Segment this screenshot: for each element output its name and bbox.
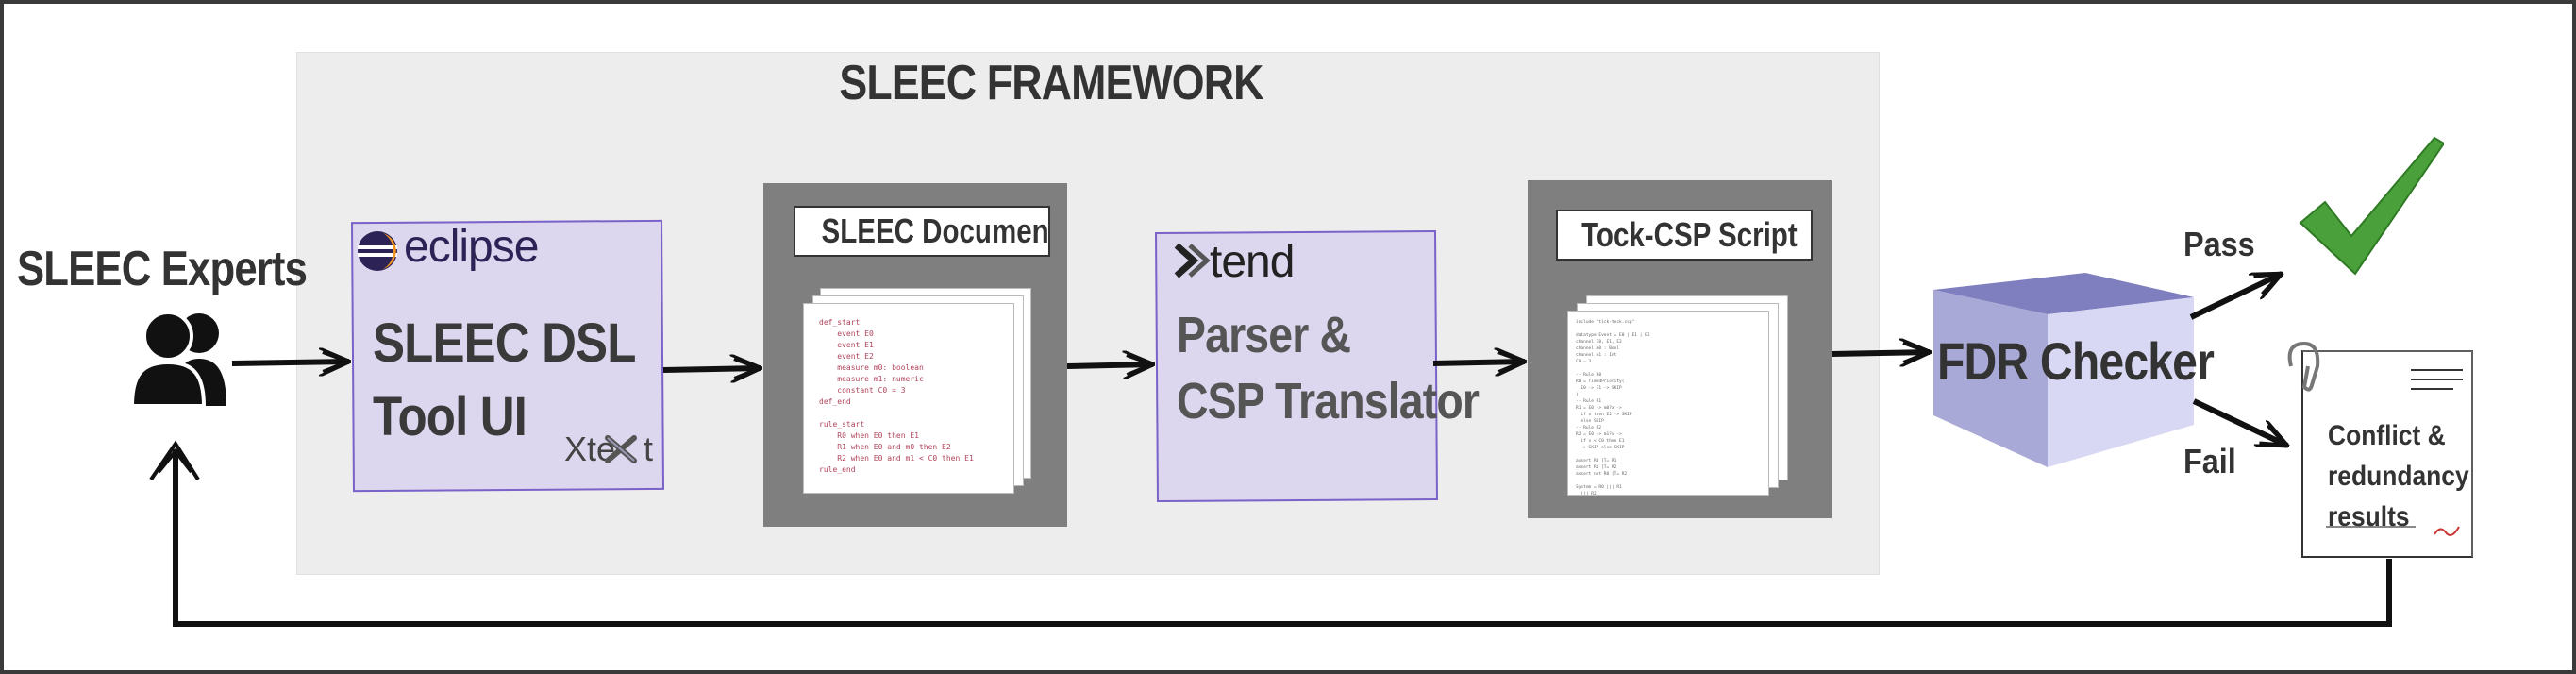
checkmark-icon: [2299, 136, 2444, 276]
translator-title-line2: CSP Translator: [1177, 373, 1480, 430]
xtend-x-icon: [1174, 243, 1211, 278]
fdr-checker-label: FDR Checker: [1937, 331, 2215, 391]
dsl-tool-title: SLEEC DSL Tool UI: [373, 307, 636, 454]
xtext-x-icon: [605, 435, 637, 463]
translator-title-line1: Parser &: [1177, 307, 1351, 363]
dsl-tool-title-line2: Tool UI: [373, 386, 527, 447]
sleec-document-label: SLEEC Document: [794, 206, 1050, 257]
sleec-document-code: def_start event E0 event E1 event E2 mea…: [819, 318, 974, 474]
experts-label: SLEEC Experts: [17, 242, 308, 296]
tock-csp-label: Tock-CSP Script: [1556, 210, 1813, 261]
fail-label: Fail: [2183, 442, 2236, 480]
dsl-tool-title-line1: SLEEC DSL: [373, 312, 636, 374]
eclipse-logo-icon: [358, 231, 397, 271]
framework-title: SLEEC FRAMEWORK: [839, 56, 1263, 110]
eclipse-logo-text: eclipse: [404, 222, 539, 272]
xtend-logo-text: tend: [1210, 237, 1295, 287]
results-line2: redundancy: [2328, 461, 2469, 492]
script-page-front: include "tick-tock.csp" datatype Event =…: [1568, 312, 1768, 495]
users-icon: [129, 311, 226, 408]
fdr-checker-cube: [1933, 273, 2194, 467]
document-page-front: def_start event E0 event E1 event E2 mea…: [804, 304, 1013, 493]
pass-label: Pass: [2183, 225, 2255, 263]
results-title: Conflict & redundancy results: [2328, 415, 2469, 537]
tock-csp-code: include "tick-tock.csp" datatype Event =…: [1576, 320, 1650, 495]
translator-title: Parser & CSP Translator: [1177, 302, 1480, 434]
results-line1: Conflict &: [2328, 420, 2446, 451]
results-line3: results: [2328, 501, 2410, 532]
